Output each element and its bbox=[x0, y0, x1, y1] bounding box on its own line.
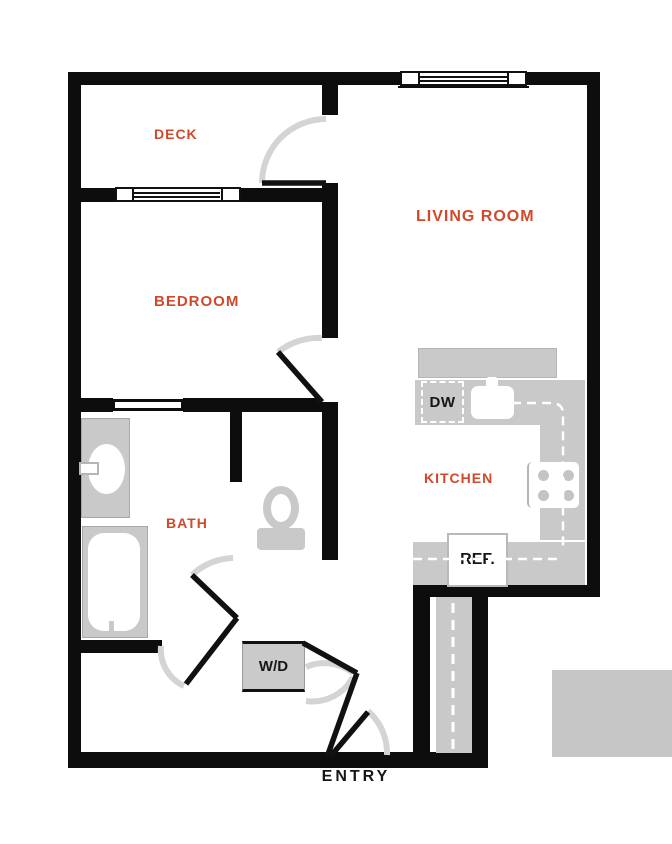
pocket-door-slot bbox=[115, 402, 181, 408]
wall-kitchen-bottom bbox=[413, 585, 600, 597]
window-glass-line bbox=[420, 76, 507, 78]
room-label-living-room: LIVING ROOM bbox=[416, 208, 535, 225]
deck-sliding-door bbox=[115, 187, 241, 202]
wall-lower-right bbox=[472, 585, 488, 768]
wall-bath-top-left bbox=[81, 398, 113, 412]
bath-door-arc bbox=[189, 555, 234, 578]
toilet-tank bbox=[257, 528, 305, 550]
wall-bath-top-right bbox=[183, 398, 322, 412]
linen-door-leaf bbox=[183, 616, 240, 686]
kitchen-sink-faucet bbox=[486, 377, 498, 391]
wall-divider-mid bbox=[322, 202, 338, 338]
toilet bbox=[257, 486, 305, 550]
washer-dryer-label: W/D bbox=[258, 658, 289, 675]
bathtub-basin bbox=[88, 533, 140, 631]
burner-top-left bbox=[538, 470, 549, 481]
slider-panel-right bbox=[221, 189, 239, 200]
wall-bath-bottom bbox=[68, 640, 162, 653]
wall-slider-left bbox=[81, 188, 116, 202]
deck-door-arc bbox=[259, 116, 327, 184]
bathroom-vanity bbox=[79, 418, 130, 518]
room-label-bath: BATH bbox=[166, 515, 208, 531]
window-living-room bbox=[400, 71, 527, 86]
bedroom-door-arc bbox=[276, 334, 323, 355]
wall-divider-top bbox=[322, 85, 338, 115]
stove bbox=[527, 462, 579, 508]
wall-bath-partition bbox=[230, 412, 242, 482]
wall-slider-right bbox=[240, 188, 338, 202]
burner-bottom-left bbox=[538, 490, 549, 501]
linen-door-arc bbox=[157, 645, 186, 689]
window-frame-right bbox=[507, 73, 525, 84]
room-label-deck: DECK bbox=[154, 126, 198, 142]
wall-right bbox=[587, 72, 600, 597]
wd-door-leaf-lower bbox=[324, 672, 360, 758]
toilet-bowl-inner bbox=[271, 494, 291, 522]
room-label-kitchen: KITCHEN bbox=[424, 470, 494, 486]
vanity-faucet bbox=[79, 462, 99, 475]
slider-glass-line bbox=[134, 192, 220, 194]
window-frame-left bbox=[402, 73, 420, 84]
window-glass-line2 bbox=[420, 80, 507, 82]
dishwasher-label: DW bbox=[429, 393, 456, 411]
washer-dryer-unit: W/D bbox=[242, 641, 305, 692]
dishwasher: DW bbox=[421, 381, 464, 423]
entry-door-arc bbox=[365, 708, 391, 756]
slider-glass-line2 bbox=[134, 196, 220, 198]
bathtub bbox=[82, 526, 148, 638]
slider-panel-left bbox=[117, 189, 134, 200]
entry-door-leaf bbox=[327, 710, 371, 759]
wall-hall-right bbox=[413, 597, 430, 752]
entry-label: ENTRY bbox=[321, 768, 391, 785]
window-sill-line bbox=[398, 86, 529, 88]
wall-bottom bbox=[68, 752, 488, 768]
bathtub-drain bbox=[109, 621, 114, 634]
room-label-bedroom: BEDROOM bbox=[154, 293, 240, 310]
kitchen-sink bbox=[471, 386, 514, 419]
wd-bifold-arc-lower bbox=[305, 675, 356, 705]
bath-door-leaf bbox=[190, 573, 239, 620]
burner-bottom-right bbox=[563, 490, 574, 501]
kitchen-peninsula-counter bbox=[418, 348, 557, 378]
balcony-slab bbox=[552, 670, 672, 757]
refrigerator: REF. bbox=[447, 533, 508, 587]
counter-dashed-edge-upper bbox=[512, 401, 565, 549]
burner-top-right bbox=[563, 470, 574, 481]
pocket-door bbox=[111, 399, 185, 411]
wall-divider-low bbox=[322, 402, 338, 560]
wd-door-leaf-upper bbox=[301, 640, 359, 676]
bedroom-door-leaf bbox=[275, 350, 325, 404]
wall-left bbox=[68, 72, 81, 768]
